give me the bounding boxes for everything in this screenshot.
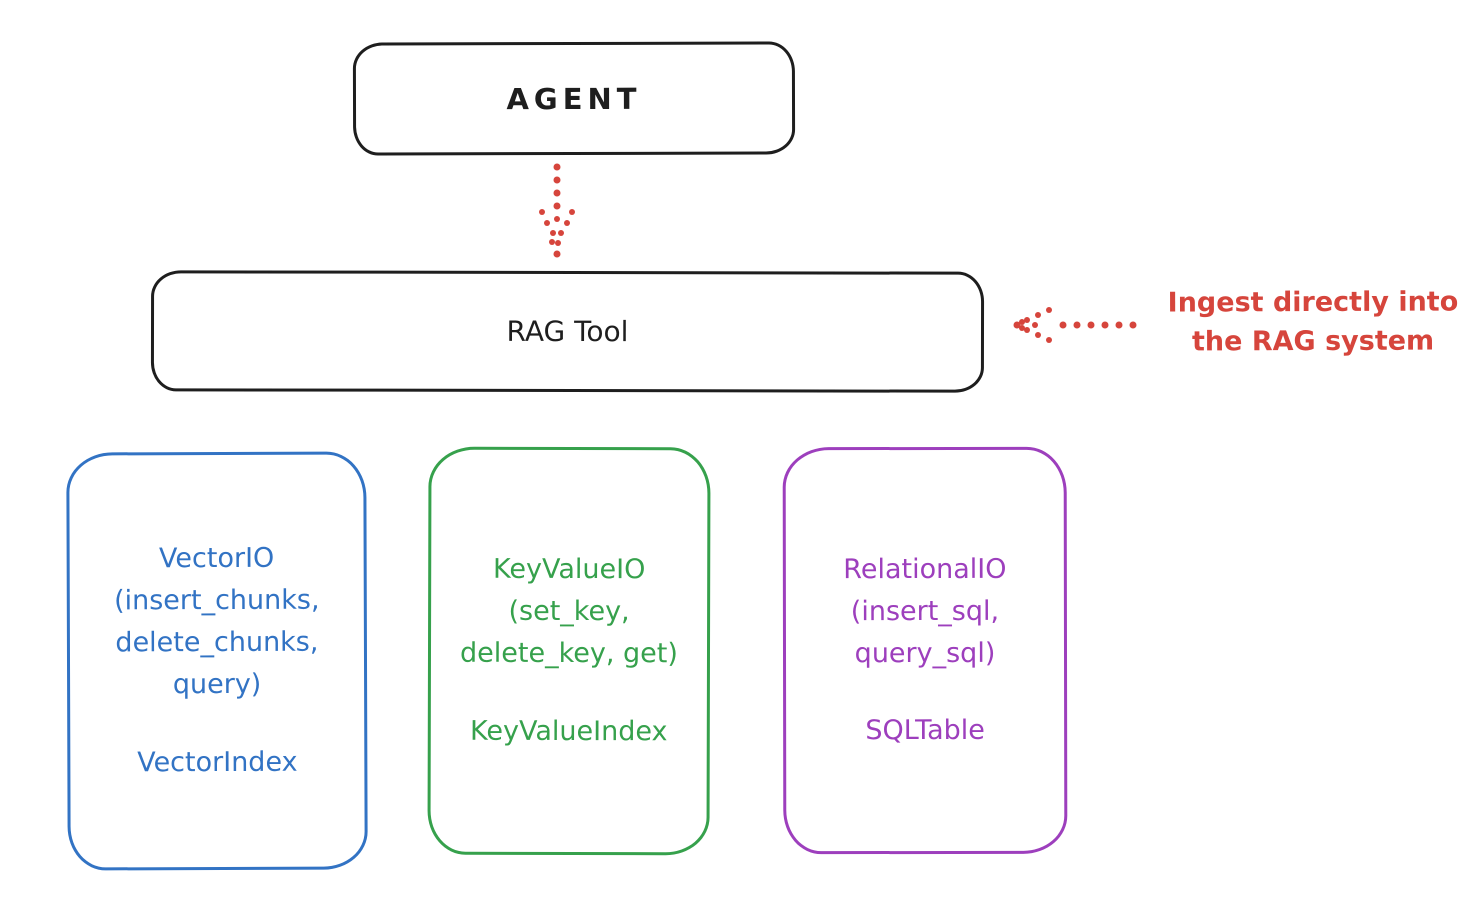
agent-label: AGENT: [506, 81, 642, 116]
rag-tool-label: RAG Tool: [506, 314, 629, 349]
keyvalue-io-methods: KeyValueIO (set_key, delete_key, get): [460, 554, 678, 670]
vector-index-label: VectorIndex: [137, 746, 298, 779]
agent-node: AGENT: [352, 41, 796, 156]
dotted-down-arrow-icon: [539, 163, 575, 258]
relational-io-box: RelationalIO (insert_sql, query_sql) SQL…: [782, 446, 1068, 855]
vector-io-methods: VectorIO (insert_chunks, delete_chunks, …: [113, 543, 320, 701]
keyvalue-index-label: KeyValueIndex: [470, 715, 668, 748]
relational-io-methods: RelationalIO (insert_sql, query_sql): [843, 553, 1007, 669]
rag-tool-node: RAG Tool: [150, 270, 985, 393]
keyvalue-io-box: KeyValueIO (set_key, delete_key, get) Ke…: [427, 446, 711, 856]
sql-table-label: SQLTable: [865, 715, 985, 747]
dotted-left-arrow-icon: [1013, 307, 1137, 343]
vector-io-box: VectorIO (insert_chunks, delete_chunks, …: [66, 451, 368, 871]
ingest-annotation: Ingest directly into the RAG system: [1167, 286, 1459, 358]
